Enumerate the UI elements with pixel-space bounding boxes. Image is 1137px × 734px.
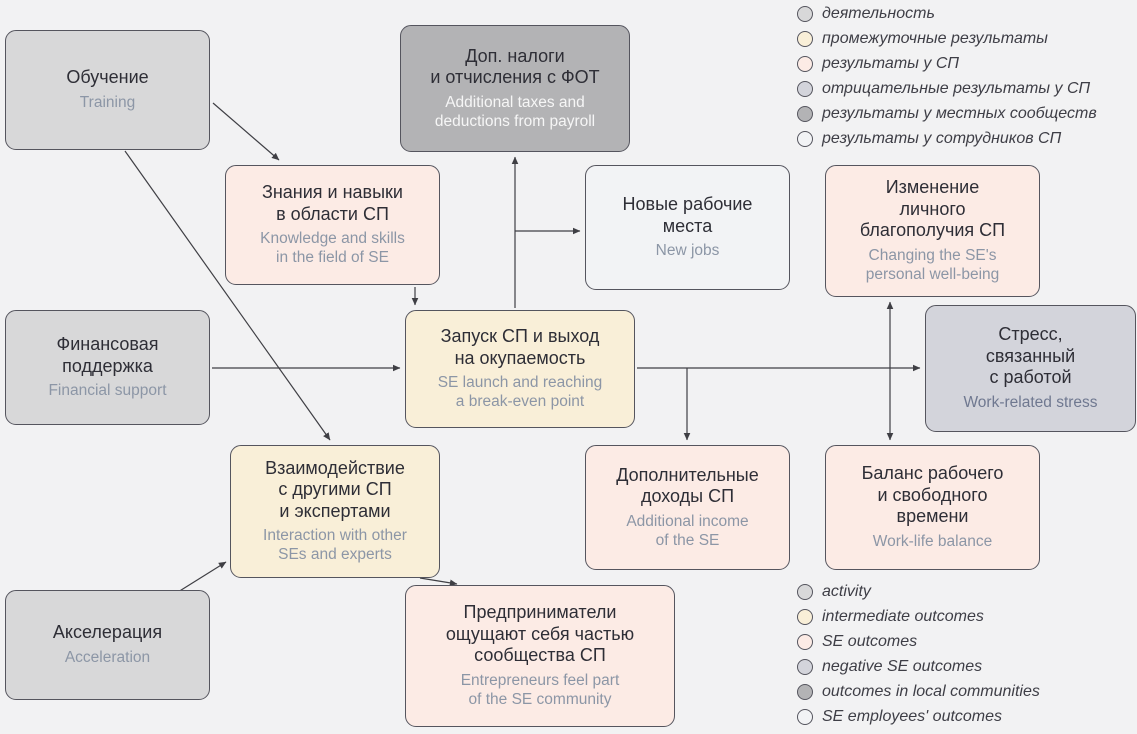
node-community: Предприниматели ощущают себя частью сооб…	[405, 585, 675, 727]
legend-chip-activity	[797, 584, 813, 600]
legend-item: промежуточные результаты	[797, 30, 1097, 47]
legend-chip-intermediate	[797, 31, 813, 47]
legend-label: промежуточные результаты	[822, 30, 1048, 47]
node-knowledge: Знания и навыки в области СП Knowledge a…	[225, 165, 440, 285]
node-payroll-taxes-title: Доп. налоги и отчисления с ФОТ	[430, 45, 600, 88]
edge-training-knowledge	[212, 102, 280, 161]
legend-label: SE employees' outcomes	[822, 708, 1003, 725]
node-new-jobs-title: Новые рабочие места	[622, 193, 753, 236]
node-income: Дополнительные доходы СП Additional inco…	[585, 445, 790, 570]
node-stress-subtitle: Work-related stress	[963, 393, 1098, 411]
legend-label: outcomes in local communities	[822, 683, 1040, 700]
edge-acceleration-interaction	[177, 561, 227, 593]
node-launch-subtitle: SE launch and reaching a break-even poin…	[437, 374, 603, 411]
legend-label: результаты у СП	[822, 55, 959, 72]
node-stress: Стресс, связанный с работой Work-related…	[925, 305, 1136, 432]
legend-item: intermediate outcomes	[797, 608, 1040, 625]
legend-label: отрицательные результаты у СП	[822, 80, 1091, 97]
legend-item: SE employees' outcomes	[797, 708, 1040, 725]
legend-item: деятельность	[797, 5, 1097, 22]
node-wellbeing-subtitle: Changing the SE's personal well-being	[865, 246, 1000, 283]
legend-chip-activity	[797, 6, 813, 22]
legend-chip-se-employees	[797, 709, 813, 725]
node-income-subtitle: Additional income of the SE	[626, 512, 749, 549]
node-stress-title: Стресс, связанный с работой	[985, 324, 1076, 388]
node-wellbeing-title: Изменение личного благополучия СП	[859, 177, 1006, 241]
legend-ru: деятельность промежуточные результаты ре…	[797, 5, 1097, 156]
node-interaction-subtitle: Interaction with other SEs and experts	[263, 527, 407, 564]
legend-label: negative SE outcomes	[822, 658, 983, 675]
node-income-title: Дополнительные доходы СП	[616, 464, 759, 507]
node-training: Обучение Training	[5, 30, 210, 150]
node-new-jobs-subtitle: New jobs	[655, 242, 720, 260]
legend-chip-negative-se	[797, 659, 813, 675]
node-payroll-taxes-subtitle: Additional taxes and deductions from pay…	[434, 93, 596, 130]
legend-chip-se-outcomes	[797, 634, 813, 650]
legend-chip-se-outcomes	[797, 56, 813, 72]
legend-label: результаты у сотрудников СП	[822, 130, 1062, 147]
node-payroll-taxes: Доп. налоги и отчисления с ФОТ Additiona…	[400, 25, 630, 152]
legend-chip-negative-se	[797, 81, 813, 97]
edge-training-interaction	[124, 150, 331, 441]
legend-item: negative SE outcomes	[797, 658, 1040, 675]
node-acceleration-subtitle: Acceleration	[64, 648, 151, 666]
legend-item: результаты у сотрудников СП	[797, 130, 1097, 147]
node-launch-title: Запуск СП и выход на окупаемость	[440, 326, 600, 368]
node-interaction-title: Взаимодействие с другими СП и экспертами	[265, 457, 405, 521]
legend-item: результаты у местных сообществ	[797, 105, 1097, 122]
node-new-jobs: Новые рабочие места New jobs	[585, 165, 790, 290]
node-financial-support-subtitle: Financial support	[48, 382, 167, 400]
node-community-title: Предприниматели ощущают себя частью сооб…	[445, 602, 635, 666]
node-acceleration: Акселерация Acceleration	[5, 590, 210, 700]
node-balance-title: Баланс рабочего и свободного времени	[861, 463, 1004, 527]
legend-item: activity	[797, 583, 1040, 600]
legend-item: outcomes in local communities	[797, 683, 1040, 700]
legend-label: результаты у местных сообществ	[822, 105, 1097, 122]
node-financial-support-title: Финансовая поддержка	[56, 333, 159, 376]
legend-chip-local-communities	[797, 684, 813, 700]
node-interaction: Взаимодействие с другими СП и экспертами…	[230, 445, 440, 578]
legend-label: деятельность	[822, 5, 935, 22]
node-training-subtitle: Training	[79, 93, 136, 111]
node-community-subtitle: Entrepreneurs feel part of the SE commun…	[460, 671, 620, 708]
legend-label: activity	[822, 583, 871, 600]
legend-item: отрицательные результаты у СП	[797, 80, 1097, 97]
node-balance-subtitle: Work-life balance	[872, 532, 993, 550]
legend-label: SE outcomes	[822, 633, 918, 650]
legend-item: SE outcomes	[797, 633, 1040, 650]
node-training-title: Обучение	[66, 67, 149, 88]
node-acceleration-title: Акселерация	[52, 622, 163, 643]
node-knowledge-subtitle: Knowledge and skills in the field of SE	[260, 230, 405, 267]
legend-chip-local-communities	[797, 106, 813, 122]
legend-chip-intermediate	[797, 609, 813, 625]
legend-en: activity intermediate outcomes SE outcom…	[797, 583, 1040, 734]
node-launch: Запуск СП и выход на окупаемость SE laun…	[405, 310, 635, 428]
legend-item: результаты у СП	[797, 55, 1097, 72]
node-knowledge-title: Знания и навыки в области СП	[261, 182, 403, 224]
legend-chip-se-employees	[797, 131, 813, 147]
legend-label: intermediate outcomes	[822, 608, 984, 625]
node-wellbeing: Изменение личного благополучия СП Changi…	[825, 165, 1040, 297]
node-balance: Баланс рабочего и свободного времени Wor…	[825, 445, 1040, 570]
node-financial-support: Финансовая поддержка Financial support	[5, 310, 210, 425]
edge-interaction-community	[419, 577, 458, 587]
